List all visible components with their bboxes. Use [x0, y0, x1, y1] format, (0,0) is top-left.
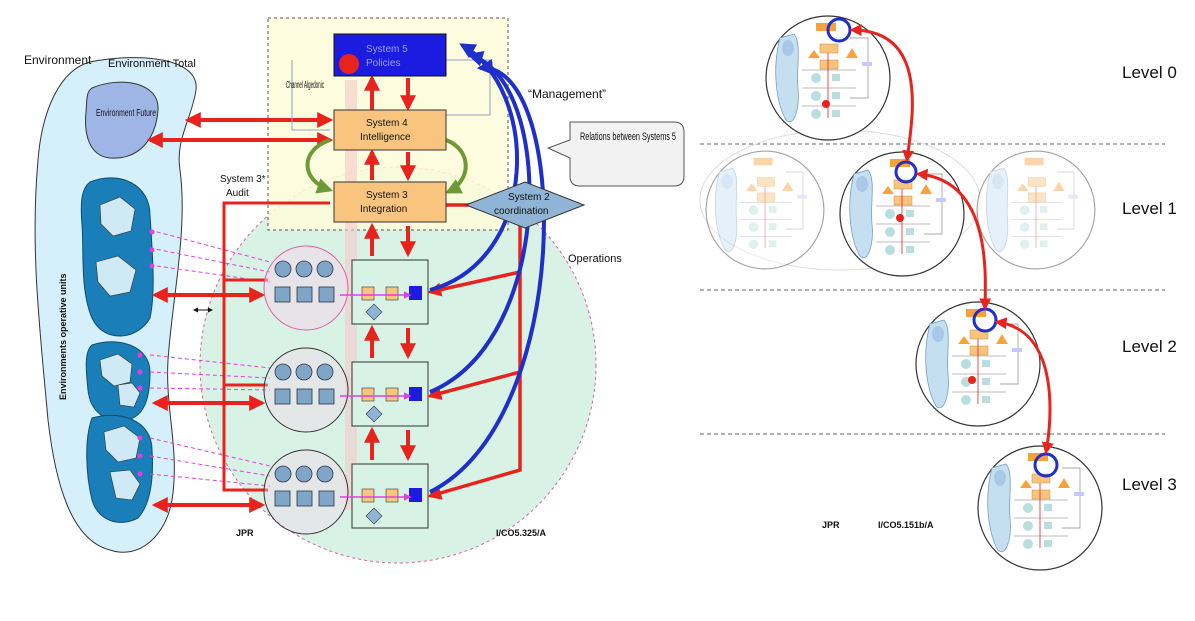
system4-label: System 4: [366, 118, 408, 129]
recursion-arrow-2-3: [994, 317, 1054, 455]
vsm-level1-center: [839, 151, 965, 277]
system3-box: [333, 181, 447, 223]
green-loop-left: [305, 138, 334, 194]
green-loop-right: [445, 138, 468, 194]
vsm-level1-left: [705, 150, 825, 270]
level-1-label: Level 1: [1122, 199, 1177, 218]
vsm-level3: [977, 445, 1103, 571]
system2-sublabel: coordination: [494, 206, 548, 217]
environments-operative-units-label: Environments operative units: [58, 273, 68, 400]
level-2-label: Level 2: [1122, 337, 1177, 356]
operations-label: Operations: [568, 253, 622, 265]
vsm-level0: [765, 15, 891, 141]
vsm-level2: [915, 301, 1041, 427]
recursion-arrow-1-2: [915, 168, 992, 311]
audit-channel: [222, 201, 330, 492]
level-0-label: Level 0: [1122, 63, 1177, 82]
environment-total-label: Environment Total: [108, 58, 196, 70]
right-code-label: I/CO5.151b/A: [878, 520, 934, 530]
recursion-arrow-0-1: [849, 24, 915, 163]
audit-label: Audit: [226, 188, 249, 199]
environment-label: Environment: [24, 53, 92, 67]
system3star-label: System 3*: [220, 174, 266, 185]
operation-unit-group-2: [263, 347, 429, 433]
operation-unit-group-3: [263, 449, 429, 535]
operation-unit-group-1: [263, 245, 429, 331]
relations-callout: [546, 121, 685, 187]
environment-future-label: Environment Future: [96, 108, 156, 119]
right-author-label: JPR: [822, 520, 840, 530]
system5-label: System 5: [366, 44, 408, 55]
system2-diamond: [464, 181, 586, 229]
system3-sublabel: Integration: [360, 204, 407, 215]
system2-label: System 2: [508, 192, 550, 203]
vsm-level1-right: [976, 150, 1096, 270]
level-3-label: Level 3: [1122, 475, 1177, 494]
left-code-label: I/CO5.325/A: [496, 528, 547, 538]
relations-callout-text: Relations between Systems 5: [580, 131, 676, 143]
system4-box: [333, 109, 447, 151]
system4-sublabel: Intelligence: [360, 132, 411, 143]
system3-label: System 3: [366, 190, 408, 201]
left-author-label: JPR: [236, 528, 254, 538]
system5-sublabel: Policies: [366, 58, 400, 69]
channel-algedonic-label: Channel Algedonic: [286, 80, 324, 91]
environment-future-shape: [85, 81, 159, 159]
algedonic-signal-red-dot: [339, 54, 359, 74]
management-label: “Management”: [528, 87, 606, 101]
